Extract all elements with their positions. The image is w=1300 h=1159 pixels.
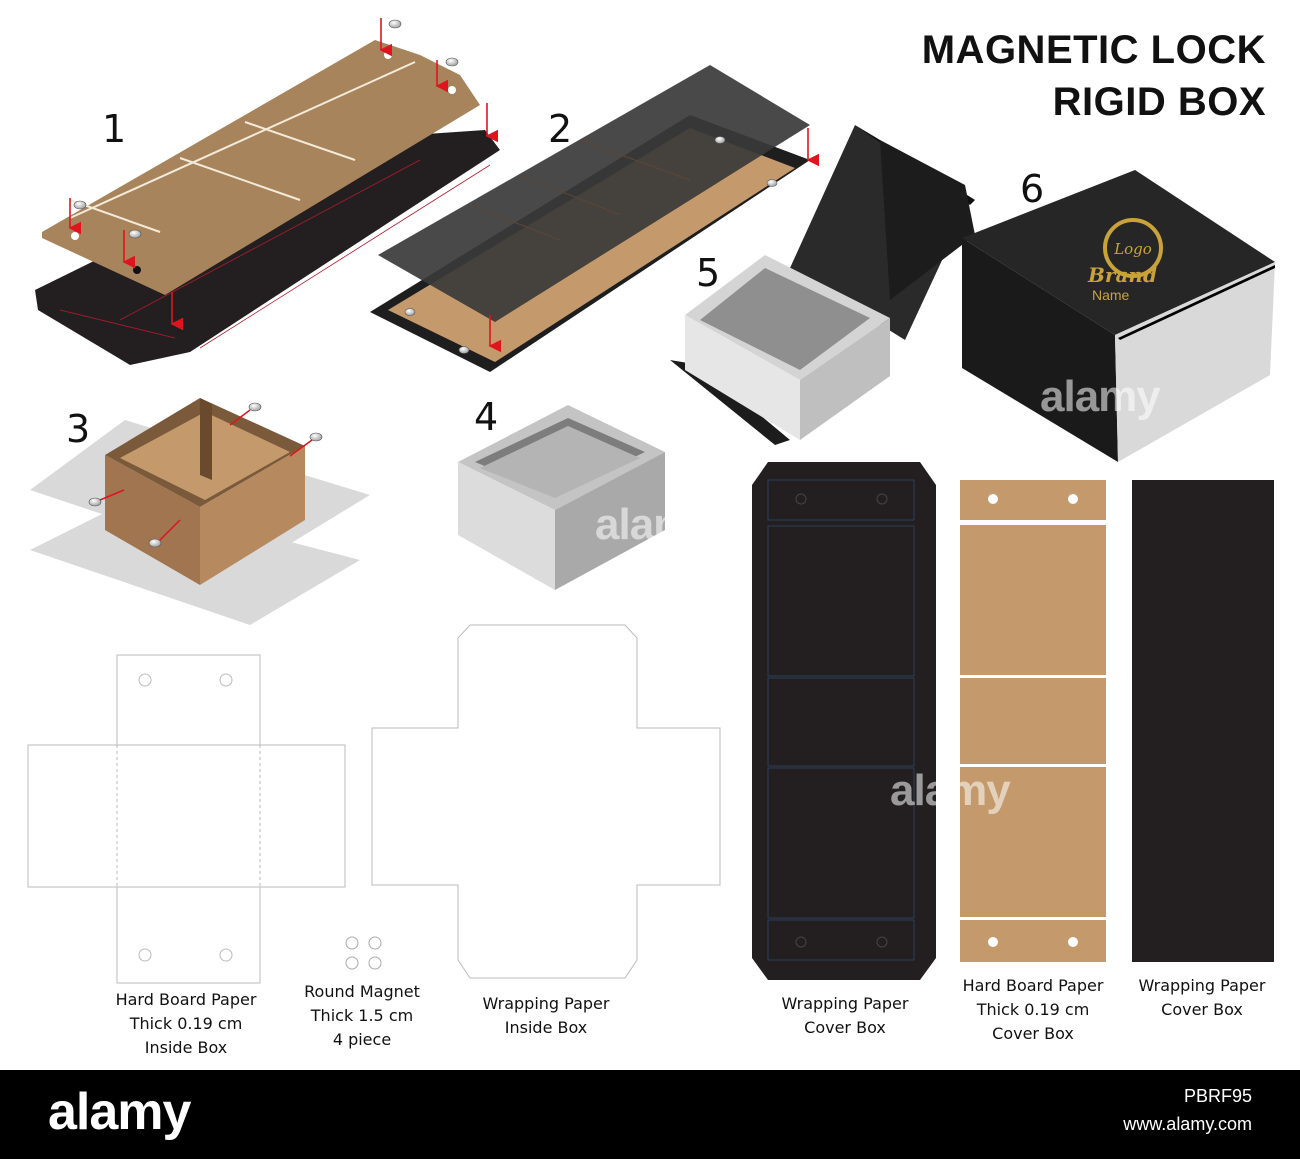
- caption-line: Wrapping Paper: [781, 994, 909, 1013]
- dieline-inside-board: [27, 654, 346, 984]
- caption-line: Hard Board Paper: [115, 990, 257, 1009]
- diagram-canvas: Logo Brand Name: [27, 18, 1275, 984]
- caption-line: Thick 0.19 cm: [976, 1000, 1090, 1019]
- watermark: alamy: [595, 500, 716, 549]
- stock-info: PBRF95 www.alamy.com: [1123, 1082, 1252, 1138]
- step-number-6: 6: [1020, 167, 1045, 211]
- step6-closed-box: Logo Brand Name: [962, 170, 1275, 462]
- step-number-5: 5: [696, 251, 721, 295]
- step4-box: [458, 405, 665, 590]
- step2-assembly: [370, 65, 820, 372]
- step5-open-box: [670, 125, 975, 445]
- step-number-3: 3: [66, 407, 91, 451]
- brand-name-label: Name: [1092, 287, 1130, 303]
- dieline-cover-wrap-black: [752, 462, 936, 980]
- dieline-cover-paper-black: [1132, 480, 1274, 962]
- caption-line: Round Magnet: [304, 982, 420, 1001]
- brand-logo: Logo Brand Name: [1087, 218, 1163, 303]
- step1-kraft-board: [42, 40, 480, 295]
- step-number-2: 2: [548, 107, 573, 151]
- stock-footer: alamy PBRF95 www.alamy.com: [0, 1070, 1300, 1159]
- caption-line: Inside Box: [144, 1038, 228, 1057]
- diagram-title-line2: RIGID BOX: [1052, 80, 1266, 124]
- caption-line: 4 piece: [332, 1030, 392, 1049]
- caption-cover-paper: Wrapping Paper Cover Box: [1112, 974, 1292, 1022]
- dieline-inside-wrap: [371, 624, 721, 979]
- caption-line: Cover Box: [1161, 1000, 1243, 1019]
- caption-line: Wrapping Paper: [1138, 976, 1266, 995]
- caption-line: Wrapping Paper: [482, 994, 610, 1013]
- caption-line: Cover Box: [804, 1018, 886, 1037]
- caption-line: Cover Box: [992, 1024, 1074, 1043]
- image-id: PBRF95: [1183, 1086, 1252, 1106]
- watermark: alamy: [890, 766, 1011, 815]
- step2-dark-sheet: [378, 65, 810, 322]
- caption-line: Thick 0.19 cm: [129, 1014, 243, 1033]
- watermark: alamy: [1040, 372, 1161, 421]
- caption-line: Inside Box: [504, 1018, 588, 1037]
- magnet-pieces: [345, 936, 382, 970]
- stock-logo: alamy: [48, 1083, 191, 1141]
- brand-label: Brand: [1087, 263, 1157, 287]
- step1-black-board: [35, 130, 500, 365]
- caption-cover-wrap: Wrapping Paper Cover Box: [755, 992, 935, 1040]
- step1-assembly: [35, 18, 500, 365]
- step-number-1: 1: [102, 107, 127, 151]
- step3-assembly: [30, 398, 370, 625]
- caption-magnet: Round Magnet Thick 1.5 cm 4 piece: [272, 980, 452, 1052]
- caption-cover-board: Hard Board Paper Thick 0.19 cm Cover Box: [943, 974, 1123, 1046]
- diagram-title-line1: MAGNETIC LOCK: [921, 28, 1266, 72]
- caption-inside-board: Hard Board Paper Thick 0.19 cm Inside Bo…: [96, 988, 276, 1060]
- site-url: www.alamy.com: [1123, 1114, 1252, 1134]
- caption-line: Thick 1.5 cm: [310, 1006, 414, 1025]
- caption-inside-wrap: Wrapping Paper Inside Box: [456, 992, 636, 1040]
- caption-line: Hard Board Paper: [962, 976, 1104, 995]
- dieline-cover-board-kraft: [960, 480, 1106, 962]
- logo-label: Logo: [1113, 240, 1152, 258]
- step-number-4: 4: [474, 395, 499, 439]
